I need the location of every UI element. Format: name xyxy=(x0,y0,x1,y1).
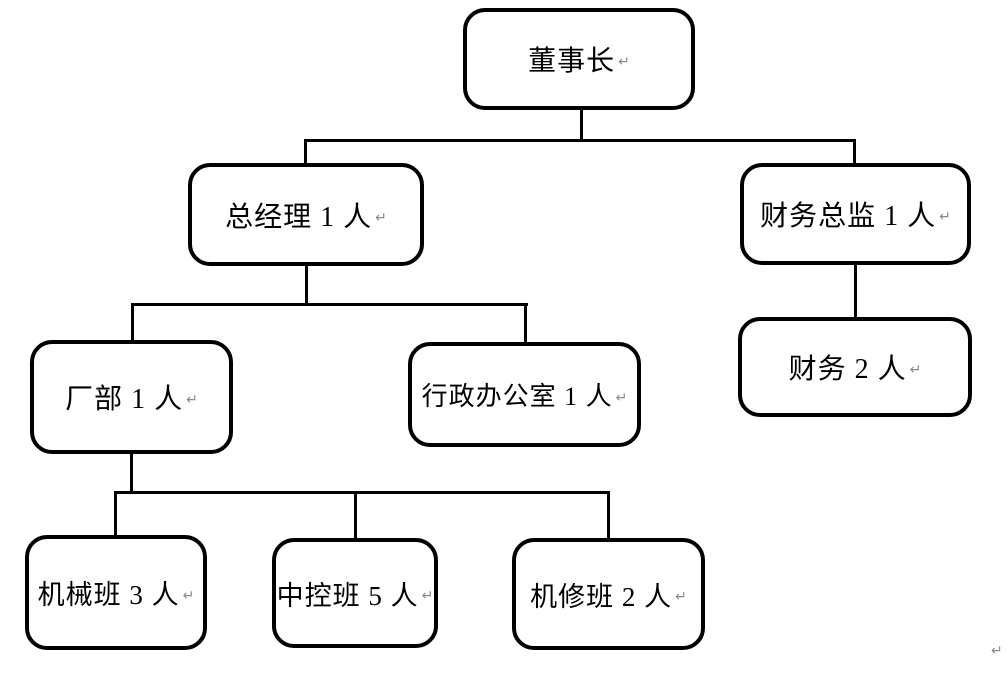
node-finance-director-label: 财务总监 1 人 xyxy=(760,201,937,232)
node-factory-dept[interactable]: 厂部 1 人 ↵ xyxy=(30,340,233,454)
paragraph-mark-icon: ↵ xyxy=(182,587,195,604)
connector-to-repair-team xyxy=(607,491,610,540)
connector-cfo-to-finance xyxy=(854,263,857,319)
connector-level3-horizontal xyxy=(114,491,610,494)
node-admin-office-label: 行政办公室 1 人 xyxy=(421,382,613,411)
node-control-team[interactable]: 中控班 5 人 ↵ xyxy=(272,538,438,648)
node-factory-dept-label: 厂部 1 人 xyxy=(65,384,184,415)
paragraph-mark-icon: ↵ xyxy=(939,209,951,225)
node-mechanical-team[interactable]: 机械班 3 人 ↵ xyxy=(25,535,207,650)
node-general-manager[interactable]: 总经理 1 人 ↵ xyxy=(188,163,424,266)
node-finance-label: 财务 2 人 xyxy=(788,354,907,385)
connector-factory-down xyxy=(130,452,133,494)
connector-to-admin-office xyxy=(524,303,527,345)
node-chairman[interactable]: 董事长 ↵ xyxy=(463,8,695,110)
node-finance[interactable]: 财务 2 人 ↵ xyxy=(738,317,972,417)
paragraph-mark-icon: ↵ xyxy=(615,389,628,406)
connector-to-gm xyxy=(304,139,307,166)
node-admin-office[interactable]: 行政办公室 1 人 ↵ xyxy=(408,342,641,447)
connector-level1-horizontal xyxy=(304,139,856,142)
node-chairman-label: 董事长 xyxy=(528,46,616,77)
node-general-manager-label: 总经理 1 人 xyxy=(225,201,373,233)
node-control-team-label: 中控班 5 人 xyxy=(276,580,419,611)
node-repair-team[interactable]: 机修班 2 人 ↵ xyxy=(512,538,705,650)
connector-to-cfo xyxy=(853,139,856,166)
connector-level2-horizontal xyxy=(131,303,528,306)
paragraph-mark-icon: ↵ xyxy=(186,392,198,408)
paragraph-mark-icon: ↵ xyxy=(375,209,387,226)
paragraph-mark-icon: ↵ xyxy=(675,589,687,605)
connector-to-mechanical-team xyxy=(114,491,117,537)
paragraph-mark-icon: ↵ xyxy=(618,54,630,70)
paragraph-mark-icon: ↵ xyxy=(421,588,434,604)
node-finance-director[interactable]: 财务总监 1 人 ↵ xyxy=(740,163,971,265)
node-mechanical-team-label: 机械班 3 人 xyxy=(37,580,180,610)
paragraph-mark-icon: ↵ xyxy=(991,643,1003,659)
node-repair-team-label: 机修班 2 人 xyxy=(530,581,673,612)
connector-to-control-team xyxy=(354,491,357,540)
connector-to-factory xyxy=(131,303,134,343)
connector-chairman-down xyxy=(580,108,583,141)
paragraph-mark-icon: ↵ xyxy=(909,362,922,378)
connector-gm-down xyxy=(305,264,308,305)
